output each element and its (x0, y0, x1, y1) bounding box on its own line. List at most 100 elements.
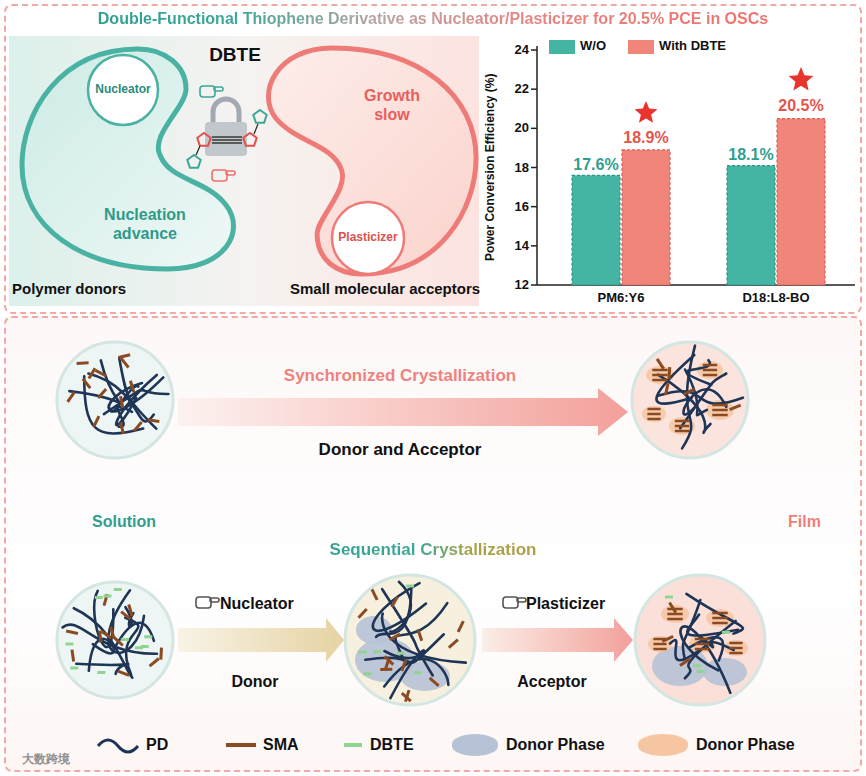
morphology-circle (635, 575, 765, 705)
acceptor-molecule (684, 389, 695, 394)
acceptor-stack (712, 404, 727, 407)
acceptor-molecule (147, 420, 159, 422)
additive-molecule (144, 635, 152, 638)
node-label: Growth slow (354, 86, 430, 124)
thiophene-ring (243, 133, 256, 146)
polymer-chain (659, 391, 743, 403)
additive-molecule (359, 650, 367, 653)
acceptor-molecule (98, 389, 106, 398)
pointing-hand (196, 597, 219, 608)
acceptor-stack (712, 612, 727, 615)
acceptor-stack (695, 648, 709, 651)
hand-palm (200, 86, 215, 97)
acceptor-molecule (121, 612, 130, 619)
legend-label: DBTE (370, 735, 414, 754)
acceptor-stack (712, 409, 727, 412)
star-marker (635, 101, 658, 123)
figure-title: Double-Functional Thiophene Derivative a… (98, 9, 768, 28)
additive-molecule (363, 672, 371, 675)
bar (777, 119, 825, 285)
hand-finger (226, 171, 235, 175)
phase-domain (661, 605, 689, 623)
text-label: Sequential Crystallization (253, 540, 613, 560)
text-label: 17.6% (561, 155, 631, 174)
acceptor-stack (653, 648, 666, 651)
acceptor-molecule (129, 604, 132, 616)
acceptor-molecule (89, 368, 95, 378)
acceptor-stack (652, 369, 667, 372)
circle-ground (635, 575, 765, 705)
acceptor-molecule (150, 659, 159, 667)
title-row: Double-Functional Thiophene Derivative a… (0, 9, 866, 28)
legend-label: W/O (580, 38, 606, 54)
circle-outline (332, 202, 404, 274)
legend-swatch (549, 40, 575, 54)
thiophene-ring (197, 133, 210, 146)
legend-label: Donor Phase (506, 735, 605, 754)
acceptor-molecule (449, 640, 458, 648)
text-label: Plasticizer (526, 594, 636, 613)
morphology-circle (57, 342, 173, 458)
polymer-chain (685, 621, 736, 678)
acceptor-stack (695, 643, 709, 646)
additive-molecule (95, 596, 103, 599)
lock-shackle (213, 99, 239, 122)
axis-tick (531, 245, 537, 247)
acceptor-molecule (66, 631, 78, 633)
node-label: Nucleator (95, 83, 150, 96)
acceptor-stack (653, 643, 666, 646)
polymer-chain (384, 650, 424, 698)
additive-molecule (397, 652, 405, 655)
text-label: 18 (501, 160, 529, 176)
legend-swatch (452, 734, 498, 756)
acceptor-stack (652, 374, 667, 377)
additive-molecule (697, 670, 705, 673)
plasticizer-circle: Plasticizer (330, 200, 406, 276)
thiophene-ring (187, 155, 200, 168)
pointing-hand (212, 170, 235, 181)
acceptor-molecule (662, 636, 673, 641)
text-label: 22 (501, 81, 529, 97)
acceptor-stack (703, 374, 717, 377)
acceptor-molecule (134, 422, 142, 431)
legend-sample (344, 743, 362, 747)
y-axis (536, 46, 538, 285)
polymer-chain (373, 583, 426, 631)
circle-outline (88, 55, 158, 125)
acceptor-stack (703, 364, 717, 367)
acceptor-molecule (359, 609, 367, 618)
region-outline (268, 48, 476, 274)
phase-domain (400, 661, 450, 691)
pointing-hand (503, 597, 526, 608)
axis-tick (531, 284, 537, 286)
circle-ground (57, 582, 173, 698)
polymer-chain (74, 608, 133, 678)
thiophene-ring (253, 110, 266, 123)
circle-border (635, 575, 765, 705)
acceptor-molecule (680, 659, 690, 666)
additive-molecule (114, 588, 122, 591)
alkyne-bond (212, 136, 242, 137)
text-label: Polymer donors (12, 280, 222, 298)
hand-finger (210, 598, 219, 602)
text-label: 12 (501, 277, 529, 293)
hand-palm (196, 597, 211, 608)
text-label: 16 (501, 199, 529, 215)
process-arrow (178, 618, 344, 662)
legend-sample (98, 740, 138, 752)
acceptor-molecule (730, 405, 741, 410)
acceptor-stack (667, 618, 682, 621)
acceptor-stack (712, 617, 727, 620)
acceptor-molecule (101, 631, 111, 638)
acceptor-stack (647, 408, 660, 411)
legend-label: SMA (263, 735, 299, 754)
bond (254, 124, 258, 134)
hand-finger (214, 87, 223, 91)
additive-molecule (722, 631, 730, 634)
text-label: Synchronized Crystallization (180, 366, 620, 386)
acceptor-molecule (430, 678, 439, 686)
acceptor-molecule (77, 361, 89, 365)
acceptor-stack (695, 638, 709, 641)
acceptor-molecule (130, 381, 134, 392)
circle-ground (345, 575, 475, 705)
